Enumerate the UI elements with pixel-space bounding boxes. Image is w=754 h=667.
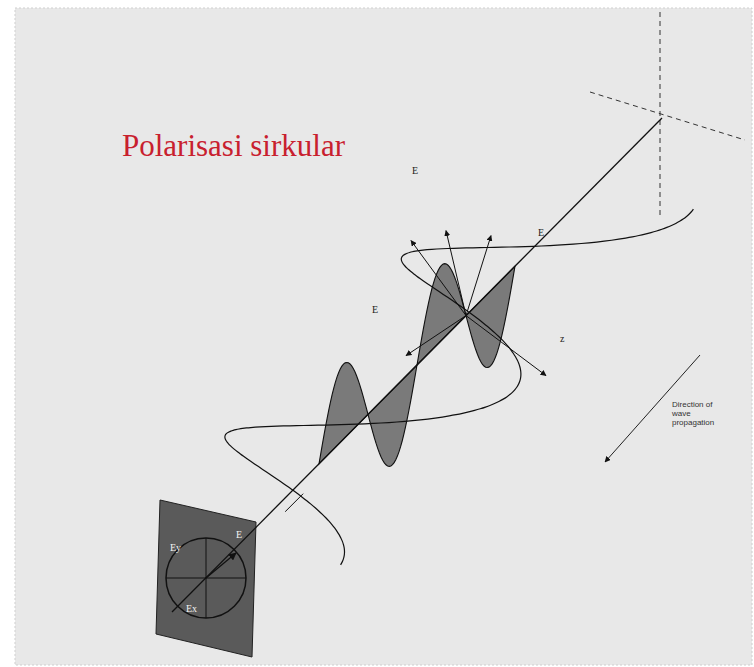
dashed-axis	[590, 92, 745, 140]
field-label: Ex	[186, 604, 197, 614]
field-vector	[206, 553, 236, 578]
field-vector	[466, 316, 546, 376]
title: Polarisasi sirkular	[122, 128, 345, 164]
field-label: E	[412, 166, 418, 176]
field-lobe	[319, 362, 368, 463]
direction-note: Direction of wave propagation	[672, 400, 724, 428]
field-label: z	[560, 334, 564, 344]
field-label: E	[372, 305, 378, 315]
propagation-axis	[172, 118, 662, 612]
helix-curve	[225, 209, 694, 565]
field-vector	[466, 236, 491, 316]
field-lobe	[368, 365, 417, 466]
field-lobe	[417, 264, 466, 365]
background-panel	[15, 8, 752, 665]
wave-illustration	[172, 118, 693, 612]
field-label: E	[236, 530, 242, 540]
field-vector	[446, 231, 466, 316]
field-vector	[411, 241, 466, 316]
field-label: E	[538, 228, 544, 238]
field-label: Ey	[170, 543, 181, 553]
dimension-mark	[285, 494, 303, 512]
field-vector	[406, 316, 466, 356]
field-lobe	[466, 266, 515, 367]
